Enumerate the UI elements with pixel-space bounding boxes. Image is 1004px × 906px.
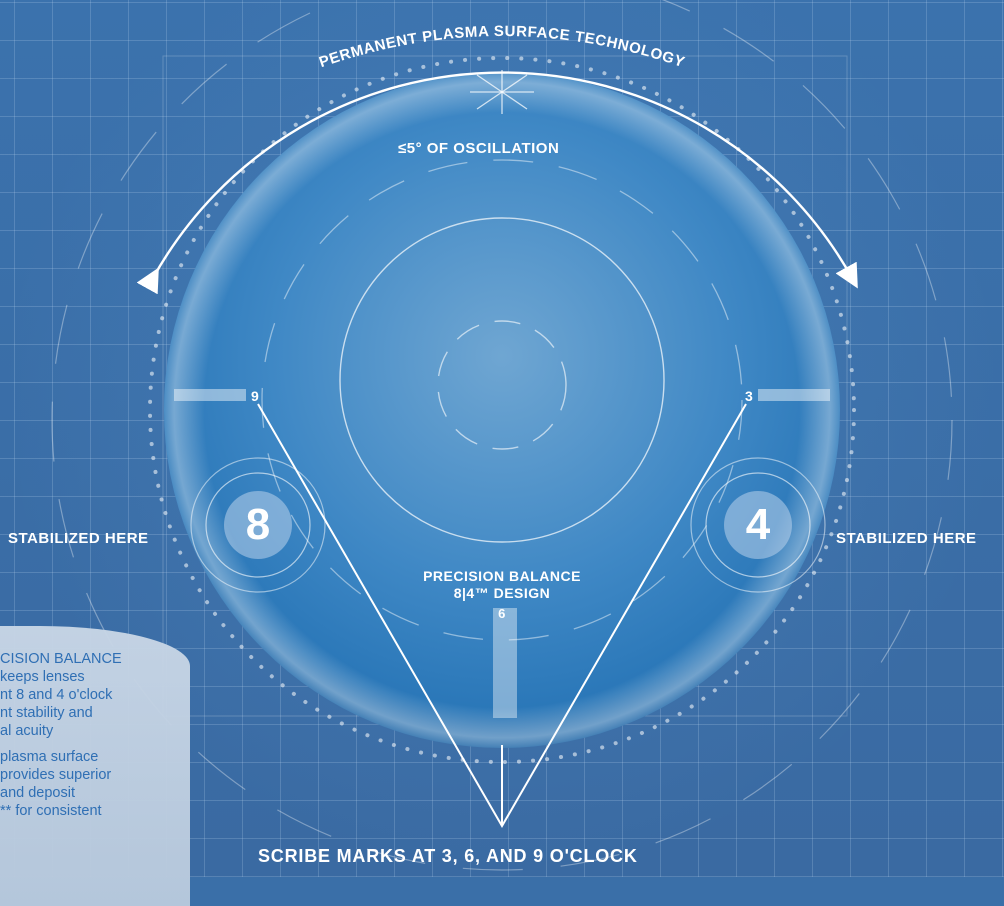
oscillation-star-icon xyxy=(470,70,534,114)
dotted-ring xyxy=(148,56,856,764)
clock-3-label: 3 xyxy=(745,388,753,404)
scribe-mark-6 xyxy=(493,608,517,718)
panel-p1-line: keeps lenses xyxy=(0,669,85,685)
panel-paragraph-2: plasma surface provides superior and dep… xyxy=(0,748,190,820)
precision-line-2: 8|4™ DESIGN xyxy=(453,585,551,601)
clock-6-label: 6 xyxy=(498,606,506,621)
precision-line-1: PRECISION BALANCE xyxy=(423,568,581,584)
stabilized-right-label: STABILIZED HERE xyxy=(836,530,977,547)
panel-paragraph-1: CISION BALANCE keeps lenses nt 8 and 4 o… xyxy=(0,650,190,740)
lens-rim xyxy=(164,72,840,748)
outer-dashed-ring xyxy=(51,0,953,871)
side-info-text: CISION BALANCE keeps lenses nt 8 and 4 o… xyxy=(0,650,190,828)
stabilized-left-label: STABILIZED HERE xyxy=(8,530,149,547)
badge-4 xyxy=(690,457,826,593)
clock-9-label: 9 xyxy=(251,388,259,404)
scribe-mark-3 xyxy=(758,389,830,401)
oscillation-arc-arrow xyxy=(136,71,858,295)
panel-p1-line: nt 8 and 4 o'clock xyxy=(0,687,113,703)
panel-p1-line: nt stability and xyxy=(0,705,93,721)
badge-8 xyxy=(190,457,326,593)
center-dashed-ring xyxy=(437,320,567,450)
scribe-marks-label: SCRIBE MARKS AT 3, 6, AND 9 O'CLOCK xyxy=(258,846,638,866)
side-info-panel xyxy=(0,626,190,906)
precision-balance-label: PRECISION BALANCE 8|4™ DESIGN 6 xyxy=(402,568,602,622)
optic-zone-circle xyxy=(339,217,665,543)
lens-diagram: PERMANENT PLASMA SURFACE TECHNOLOGY xyxy=(51,0,953,871)
panel-p2-line: ** for consistent xyxy=(0,803,102,819)
arc-title: PERMANENT PLASMA SURFACE TECHNOLOGY xyxy=(317,23,687,71)
panel-p1-line: al acuity xyxy=(0,723,54,739)
inner-dashed-ring xyxy=(261,159,743,641)
panel-p2-line: and deposit xyxy=(0,785,75,801)
oscillation-label: ≤5° OF OSCILLATION xyxy=(398,140,560,157)
position-4-number: 4 xyxy=(745,500,771,549)
panel-p2-line: plasma surface xyxy=(0,749,99,765)
panel-p2-line: provides superior xyxy=(0,767,112,783)
position-8-number: 8 xyxy=(245,500,271,549)
panel-p1-line: CISION BALANCE xyxy=(0,651,122,667)
scribe-mark-9 xyxy=(174,389,246,401)
